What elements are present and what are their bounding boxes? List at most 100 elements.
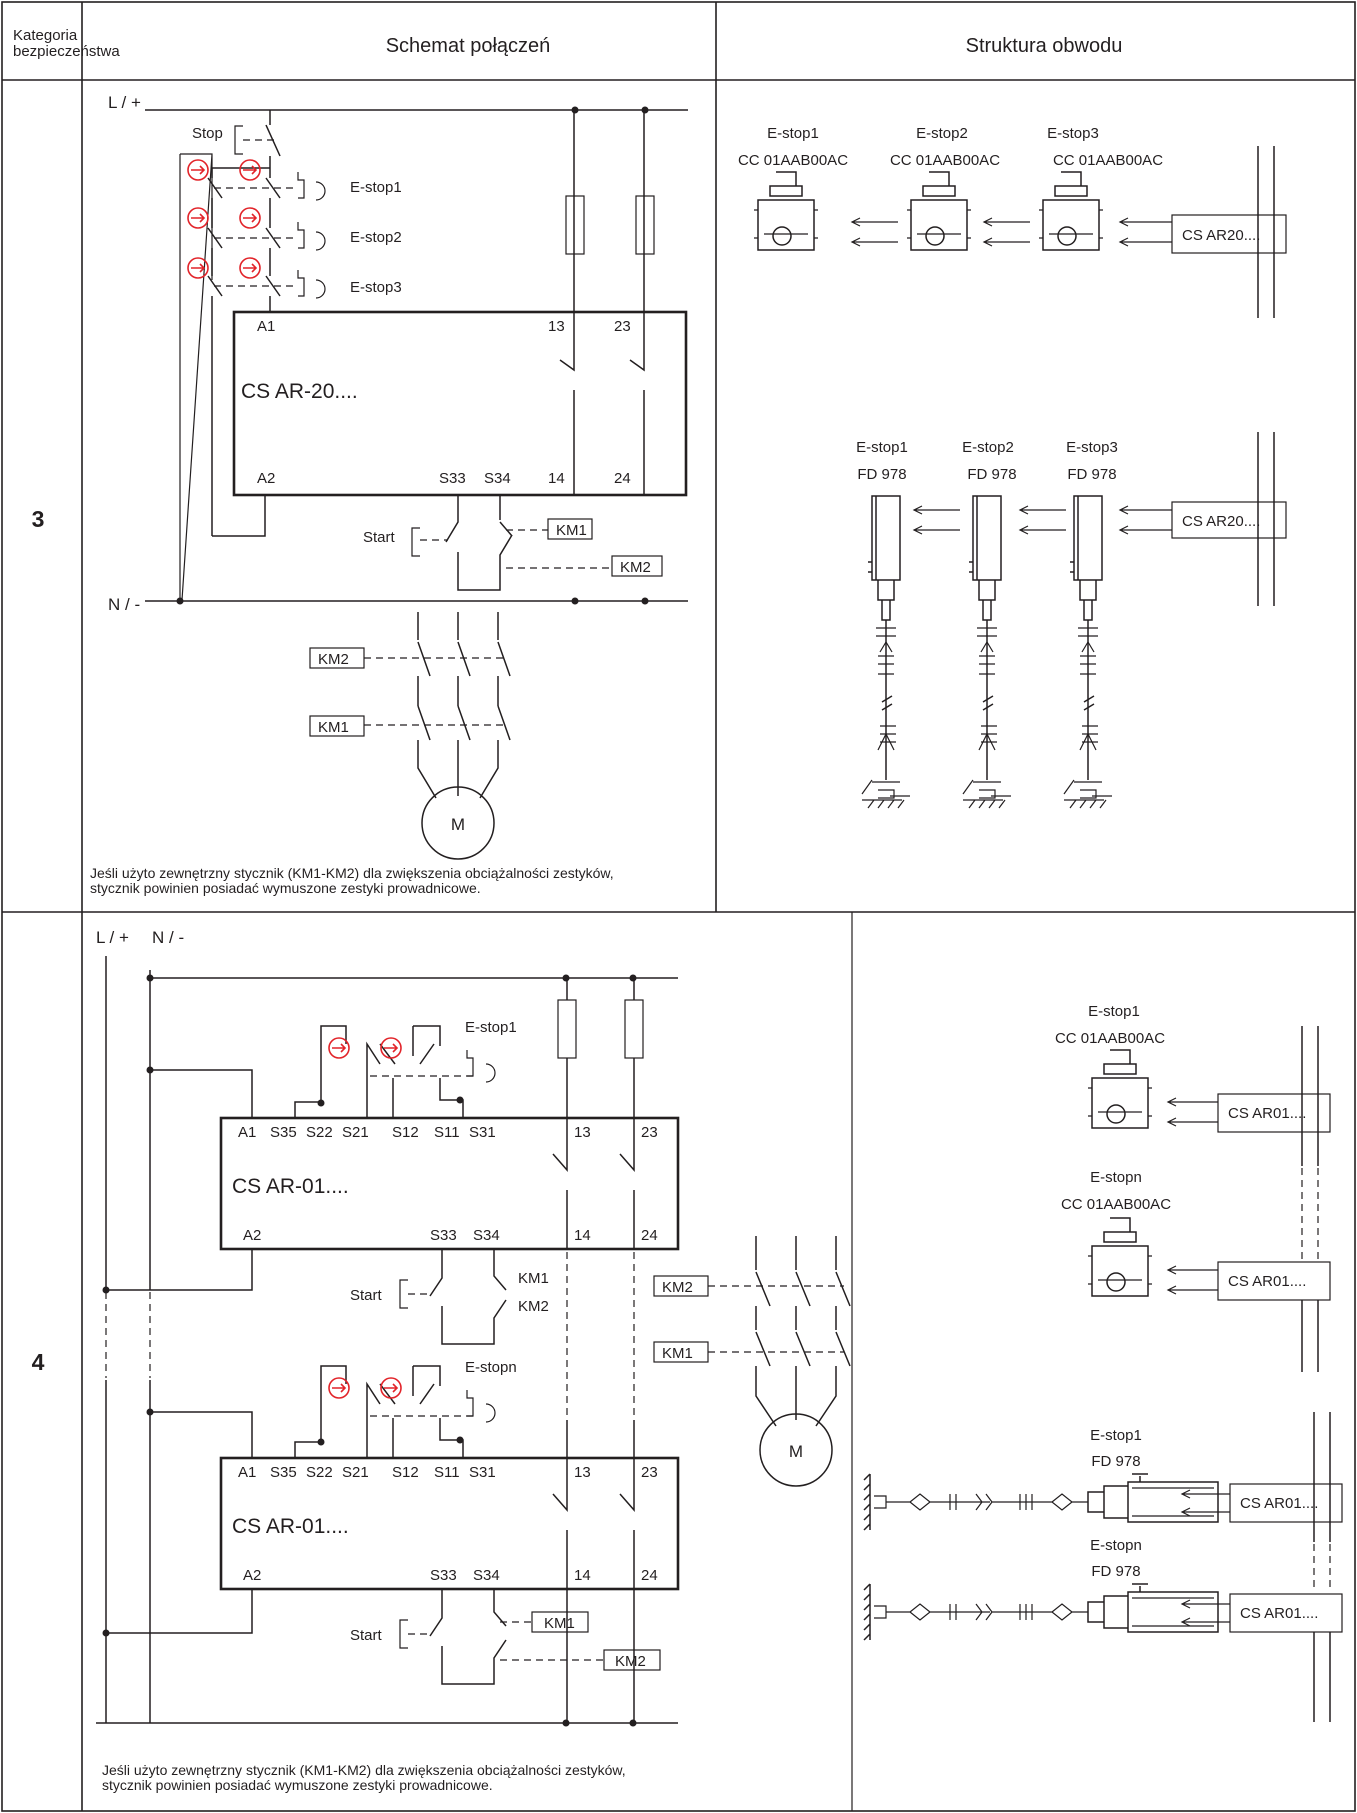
r3-fd-box-label: CS AR20....	[1182, 513, 1260, 530]
r3-fd-device-3	[1063, 495, 1112, 809]
r4-u-term-s34: S34	[473, 1227, 500, 1244]
r3-cc-model-3: CC 01AAB00AC	[1053, 152, 1163, 169]
r3-supply-neg-label: N / -	[108, 595, 140, 614]
row4-structure: E-stop1 CC 01AAB00AC CS AR01.... E-stopn…	[863, 1003, 1343, 1722]
r3-motor-circuit: KM2 KM1 M	[309, 612, 511, 860]
r4-u-term-s22: S22	[306, 1124, 333, 1141]
r4-supply-pos-label: L / +	[96, 928, 129, 947]
r3-cc-label-1: E-stop1	[767, 125, 819, 142]
r4-fd-label-1: E-stop1	[1090, 1427, 1142, 1444]
r3-fd-device-2	[962, 495, 1011, 809]
row4-wiring-diagram: L / + N / - E-stop1	[96, 928, 851, 1793]
r4-l-term-s11: S11	[434, 1464, 460, 1481]
r3-motor-km2: KM2	[318, 651, 349, 668]
r4-cc-label-1: E-stop1	[1088, 1003, 1140, 1020]
category-header-line2: bezpieczeństwa	[13, 43, 120, 60]
category-4-label: 4	[32, 1349, 45, 1375]
row3-wiring-diagram: L / + N / - Stop E-stop1 E	[90, 93, 688, 896]
r3-km1-feedback: KM1	[556, 522, 587, 539]
r4-estop1-label: E-stop1	[465, 1019, 517, 1036]
category-header-line1: Kategoria	[13, 27, 78, 44]
r3-fd-label-1: E-stop1	[856, 439, 908, 456]
r4-cc-device-n	[1088, 1217, 1152, 1297]
r4-fd-model-n: FD 978	[1091, 1563, 1140, 1580]
r3-cc-label-2: E-stop2	[916, 125, 968, 142]
r4-l-term-a2: A2	[243, 1567, 261, 1584]
r4-relay-upper: E-stop1 A1 S35 S22 S21 S12 S11 S31 13 23…	[102, 1019, 680, 1420]
r4-l-km2-feedback: KM2	[615, 1653, 646, 1670]
r3-term-14: 14	[548, 470, 565, 487]
r3-estop1-label: E-stop1	[350, 179, 402, 196]
r3-cc-label-3: E-stop3	[1047, 125, 1099, 142]
r4-fd-model-1: FD 978	[1091, 1453, 1140, 1470]
r4-l-term-s12: S12	[392, 1464, 419, 1481]
r3-estop2-contacts: E-stop2	[207, 198, 402, 251]
r4-fd-box-1: CS AR01....	[1240, 1495, 1318, 1512]
r3-motor-label: M	[451, 815, 465, 834]
r4-cc-box-1: CS AR01....	[1228, 1105, 1306, 1122]
r3-fd-label-2: E-stop2	[962, 439, 1014, 456]
r3-cc-device-3	[1039, 171, 1103, 251]
r4-cc-model-1: CC 01AAB00AC	[1055, 1030, 1165, 1047]
r4-u-term-a2: A2	[243, 1227, 261, 1244]
r3-term-s33: S33	[439, 470, 466, 487]
r4-l-term-s31: S31	[469, 1464, 496, 1481]
r4-l-start-label: Start	[350, 1627, 383, 1644]
r4-note-line1: Jeśli użyto zewnętrzny stycznik (KM1-KM2…	[102, 1762, 626, 1778]
r4-u-start-label: Start	[350, 1287, 383, 1304]
r3-estop2-label: E-stop2	[350, 229, 402, 246]
wiring-column-title: Schemat połączeń	[386, 35, 551, 57]
r4-u-term-s21: S21	[342, 1124, 369, 1141]
r4-l-term-13: 13	[574, 1464, 591, 1481]
r4-l-relay-name: CS AR-01....	[232, 1515, 349, 1538]
r4-fd-device-1	[863, 1473, 1219, 1531]
r4-u-km1-label: KM1	[518, 1270, 549, 1287]
r4-fd-device-n	[863, 1583, 1219, 1641]
r4-l-term-24: 24	[641, 1567, 658, 1584]
r4-motor-circuit: KM2 KM1 M	[653, 1236, 851, 1487]
r4-l-term-s21: S21	[342, 1464, 369, 1481]
r4-l-term-s35: S35	[270, 1464, 297, 1481]
r4-note-line2: stycznik powinien posiadać wymuszone zes…	[102, 1777, 493, 1793]
r3-relay-name: CS AR-20....	[241, 380, 358, 403]
r4-motor-km1: KM1	[662, 1345, 693, 1362]
r4-u-term-13: 13	[574, 1124, 591, 1141]
r3-cc-device-2	[907, 171, 971, 251]
r3-term-a2: A2	[257, 470, 275, 487]
r4-estopn-label: E-stopn	[465, 1359, 517, 1376]
r4-u-term-s11: S11	[434, 1124, 460, 1141]
r3-term-a1: A1	[257, 318, 275, 335]
r3-term-s34: S34	[484, 470, 511, 487]
r3-fd-model-1: FD 978	[857, 466, 906, 483]
r3-start-label: Start	[363, 529, 396, 546]
r3-cc-device-1	[754, 171, 818, 251]
r3-fd-model-3: FD 978	[1067, 466, 1116, 483]
r3-stop-label: Stop	[192, 125, 223, 142]
r3-fd-model-2: FD 978	[967, 466, 1016, 483]
r3-supply-pos-label: L / +	[108, 93, 141, 112]
r4-u-term-s33: S33	[430, 1227, 457, 1244]
r3-cc-signal-arrows	[850, 217, 1172, 247]
r4-motor-label: M	[789, 1442, 803, 1461]
r3-fd-signal-arrows	[912, 505, 1172, 535]
r4-motor-km2: KM2	[662, 1279, 693, 1296]
r4-l-term-s22: S22	[306, 1464, 333, 1481]
r4-u-term-14: 14	[574, 1227, 591, 1244]
r4-l-term-s34: S34	[473, 1567, 500, 1584]
r4-l-term-23: 23	[641, 1464, 658, 1481]
r3-motor-km1: KM1	[318, 719, 349, 736]
r3-cc-box-label: CS AR20....	[1182, 227, 1260, 244]
r3-term-13: 13	[548, 318, 565, 335]
r3-term-23: 23	[614, 318, 631, 335]
r3-note-line1: Jeśli użyto zewnętrzny stycznik (KM1-KM2…	[90, 865, 614, 881]
r4-u-term-s12: S12	[392, 1124, 419, 1141]
r3-fd-device-1	[861, 495, 910, 809]
r3-note-line2: stycznik powinien posiadać wymuszone zes…	[90, 880, 481, 896]
r4-cc-box-n: CS AR01....	[1228, 1273, 1306, 1290]
r4-l-term-a1: A1	[238, 1464, 256, 1481]
r4-fd-box-n: CS AR01....	[1240, 1605, 1318, 1622]
category-3-label: 3	[32, 506, 45, 532]
